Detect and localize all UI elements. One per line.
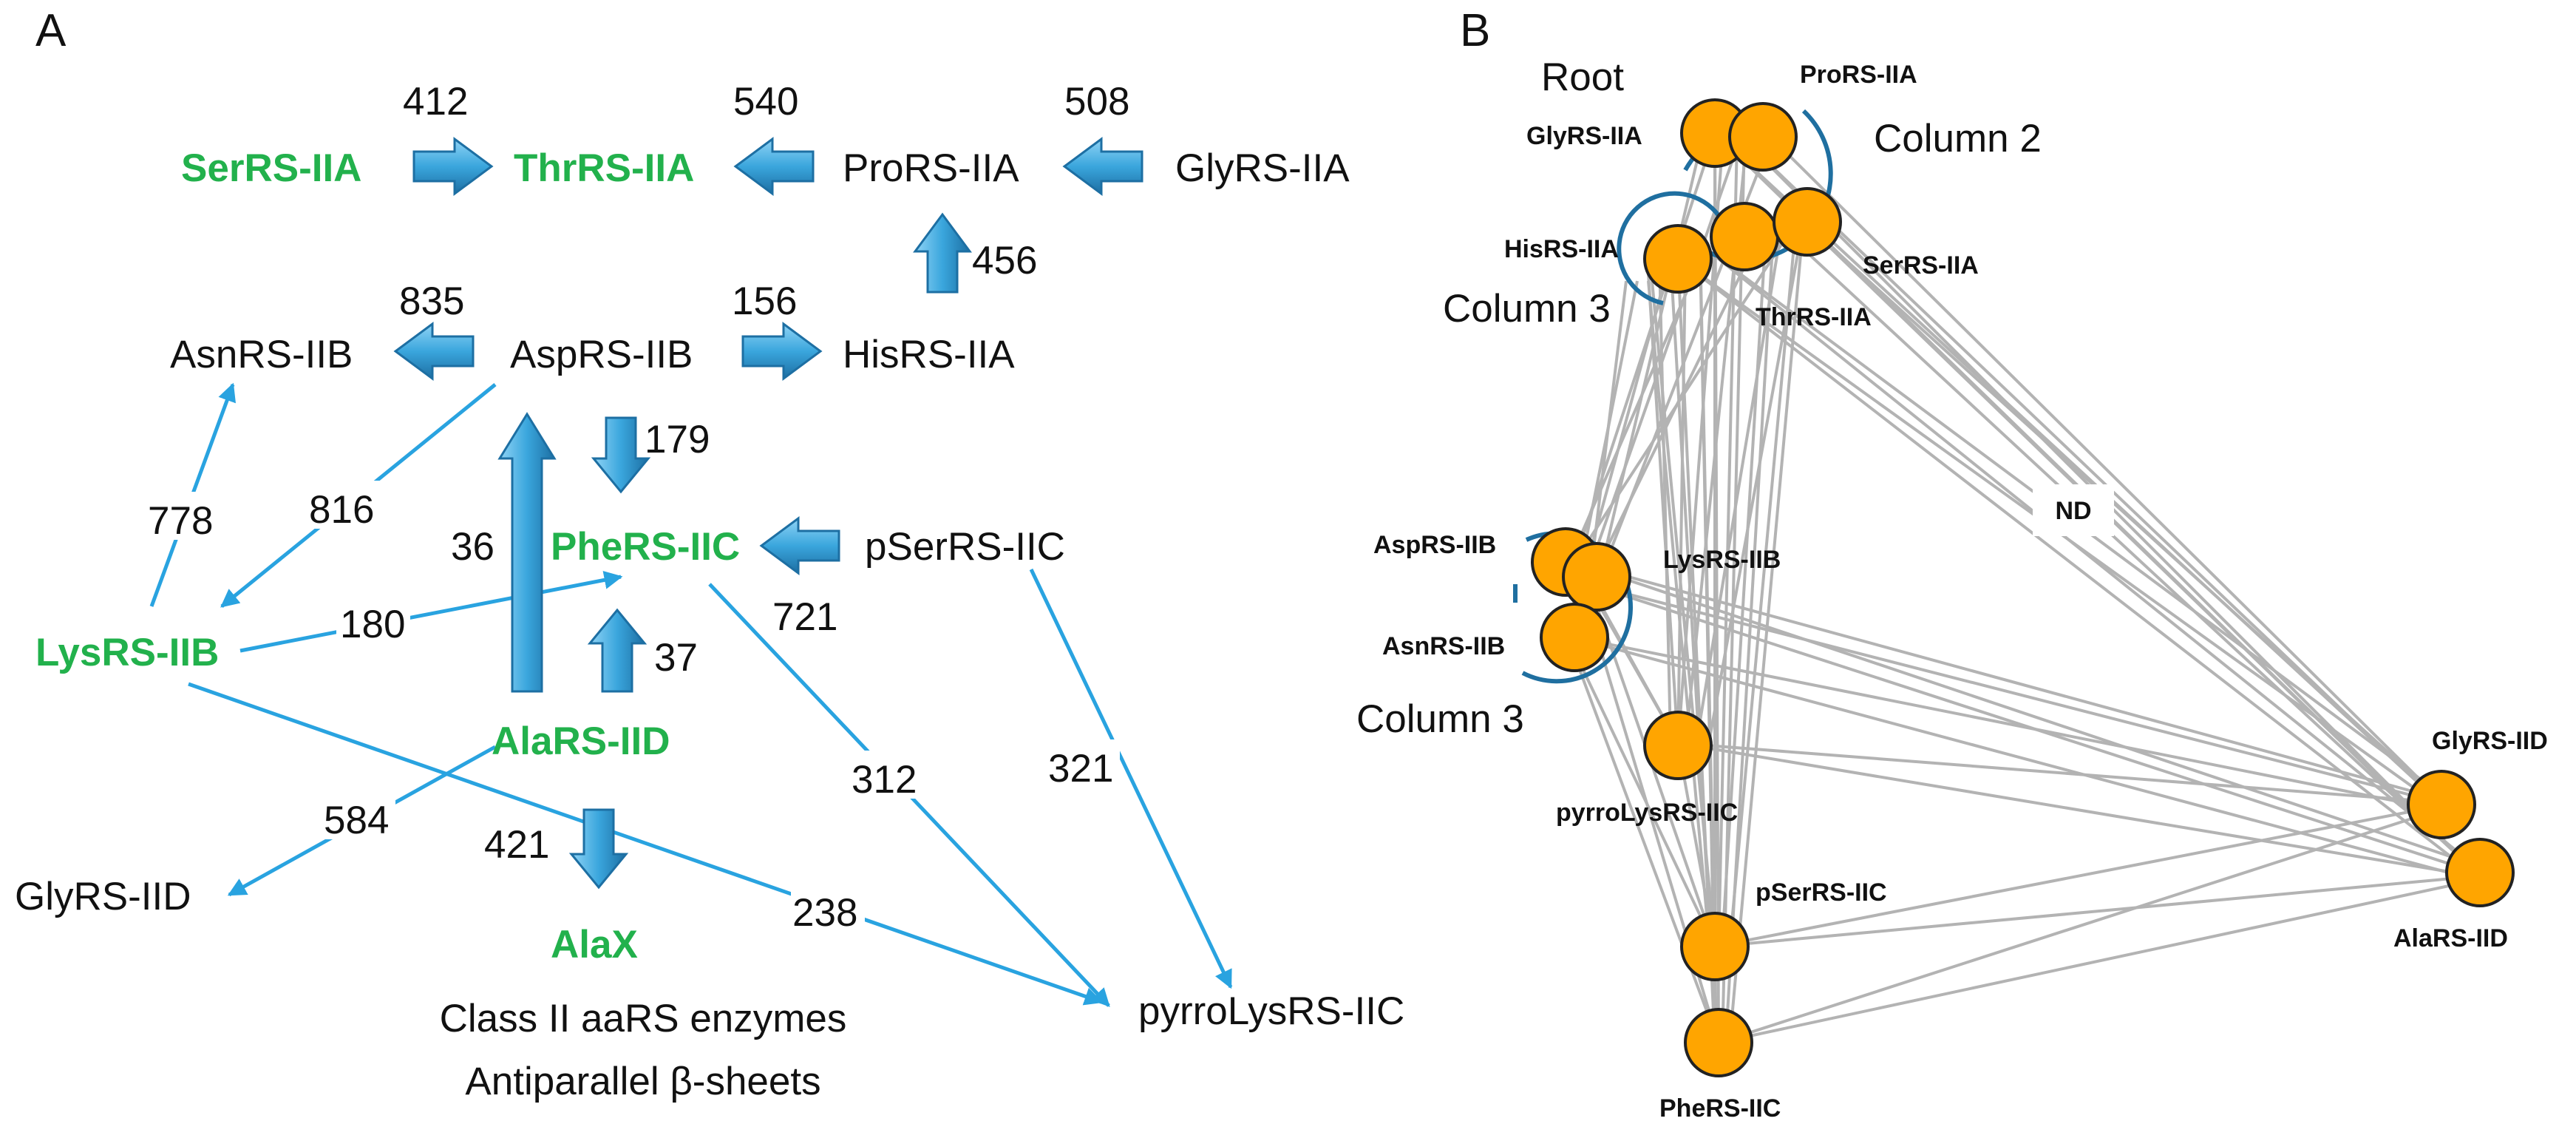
caption-line-2: Antiparallel β-sheets bbox=[465, 1060, 820, 1103]
label-serrs: SerRS-IIA bbox=[1863, 251, 1979, 280]
label-asnrs: AsnRS-IIB bbox=[1382, 632, 1505, 660]
label-prors: ProRS-IIA bbox=[1800, 61, 1917, 89]
node-circle-hisrs bbox=[1643, 224, 1713, 294]
thin-arrows bbox=[149, 382, 1233, 1007]
node-thrrs: ThrRS-IIA bbox=[514, 146, 694, 190]
node-asprs: AspRS-IIB bbox=[510, 333, 693, 376]
panel-b-letter: B bbox=[1460, 5, 1490, 56]
label-thrrs: ThrRS-IIA bbox=[1756, 303, 1872, 331]
block-arrow-prors-thrrs bbox=[733, 137, 815, 196]
node-serrs: SerRS-IIA bbox=[181, 146, 361, 190]
num-312: 312 bbox=[852, 758, 917, 802]
block-arrow-alars-asprs bbox=[497, 412, 557, 693]
block-arrow-glyrs-prors bbox=[1062, 137, 1143, 196]
num-421: 421 bbox=[484, 823, 549, 867]
panel-a: A bbox=[15, 5, 1404, 1103]
node-asnrs: AsnRS-IIB bbox=[170, 333, 353, 376]
arc-column-3-top bbox=[1617, 191, 1732, 305]
num-456: 456 bbox=[972, 239, 1037, 282]
num-835: 835 bbox=[399, 280, 464, 323]
num-180: 180 bbox=[340, 603, 405, 646]
panel-a-letter: A bbox=[35, 5, 67, 56]
block-arrow-pserrs-phers bbox=[759, 516, 840, 575]
num-321: 321 bbox=[1048, 747, 1113, 790]
node-alax: AlaX bbox=[551, 923, 638, 966]
edge-numbers: 412 540 508 456 835 156 179 778 816 36 7… bbox=[144, 80, 1129, 935]
label-hisrs: HisRS-IIA bbox=[1504, 235, 1619, 263]
node-pserrs: pSerRS-IIC bbox=[865, 525, 1065, 569]
num-156: 156 bbox=[732, 280, 797, 323]
block-arrow-alars-alax bbox=[568, 808, 629, 890]
node-circle-lysrs bbox=[1562, 542, 1631, 612]
node-phers: PheRS-IIC bbox=[551, 525, 740, 569]
column-3-bottom-label: Column 3 bbox=[1356, 697, 1524, 741]
num-540: 540 bbox=[733, 80, 798, 123]
node-hisrs: HisRS-IIA bbox=[843, 333, 1015, 376]
node-lysrs: LysRS-IIB bbox=[35, 631, 219, 674]
node-circle-thrrs bbox=[1710, 202, 1779, 271]
num-778: 778 bbox=[148, 499, 213, 543]
num-584: 584 bbox=[324, 799, 389, 842]
num-816: 816 bbox=[309, 488, 374, 532]
block-arrow-asprs-phers bbox=[591, 416, 651, 494]
node-glyrs-iia: GlyRS-IIA bbox=[1175, 146, 1350, 190]
network-nodes bbox=[1531, 98, 2515, 1077]
block-arrow-alars-phers bbox=[587, 608, 648, 693]
node-circle-alars bbox=[2445, 838, 2515, 907]
arrow-lysrs-pyrrolysrs bbox=[188, 682, 1104, 1006]
node-circle-asnrs bbox=[1540, 603, 1609, 672]
node-glyrs-iid: GlyRS-IID bbox=[15, 875, 191, 918]
panel-b: B bbox=[1356, 5, 2548, 1123]
num-179: 179 bbox=[645, 418, 710, 461]
label-lysrs: LysRS-IIB bbox=[1663, 546, 1781, 574]
arrow-lysrs-phers bbox=[239, 571, 623, 653]
node-circle-prors bbox=[1728, 102, 1798, 172]
root-label: Root bbox=[1541, 55, 1624, 99]
num-508: 508 bbox=[1064, 80, 1129, 123]
block-arrow-serrs-thrrs bbox=[412, 137, 494, 196]
block-arrow-asprs-asnrs bbox=[393, 322, 475, 381]
num-36: 36 bbox=[451, 525, 495, 569]
node-circle-glyrs-iid bbox=[2407, 770, 2476, 839]
caption-line-1: Class II aaRS enzymes bbox=[440, 997, 847, 1040]
num-412: 412 bbox=[403, 80, 468, 123]
node-circle-serrs bbox=[1773, 187, 1842, 257]
label-glyrs-iid: GlyRS-IID bbox=[2432, 727, 2548, 755]
node-labels: SerRS-IIA ThrRS-IIA ProRS-IIA GlyRS-IIA … bbox=[15, 146, 1404, 1033]
block-arrow-hisrs-prors bbox=[913, 212, 972, 294]
column-2-label: Column 2 bbox=[1874, 117, 2042, 160]
node-pyrrolysrs: pyrroLysRS-IIC bbox=[1138, 989, 1404, 1033]
num-37: 37 bbox=[654, 636, 698, 680]
node-prors: ProRS-IIA bbox=[843, 146, 1019, 190]
node-circle-pserrs bbox=[1680, 912, 1750, 981]
node-alars: AlaRS-IID bbox=[492, 720, 670, 763]
block-arrows bbox=[393, 137, 1143, 890]
column-3-top-label: Column 3 bbox=[1443, 287, 1611, 331]
label-pyrrolysrs: pyrroLysRS-IIC bbox=[1556, 799, 1738, 827]
node-circle-pyrrolysrs bbox=[1643, 711, 1713, 780]
label-asprs: AspRS-IIB bbox=[1373, 531, 1496, 559]
nd-label: ND bbox=[2055, 497, 2091, 525]
arrow-pserrs-pyrrolysrs bbox=[1029, 568, 1233, 989]
label-alars: AlaRS-IID bbox=[2393, 924, 2508, 952]
network-labels: ProRS-IIA GlyRS-IIA HisRS-IIA SerRS-IIA … bbox=[1373, 61, 2548, 1123]
block-arrow-asprs-hisrs bbox=[741, 322, 823, 381]
num-721: 721 bbox=[772, 595, 837, 639]
num-238: 238 bbox=[792, 891, 857, 935]
label-phers: PheRS-IIC bbox=[1659, 1094, 1781, 1123]
label-pserrs: pSerRS-IIC bbox=[1756, 878, 1887, 907]
label-glyrs-iia: GlyRS-IIA bbox=[1526, 122, 1642, 150]
node-circle-phers bbox=[1684, 1008, 1753, 1077]
